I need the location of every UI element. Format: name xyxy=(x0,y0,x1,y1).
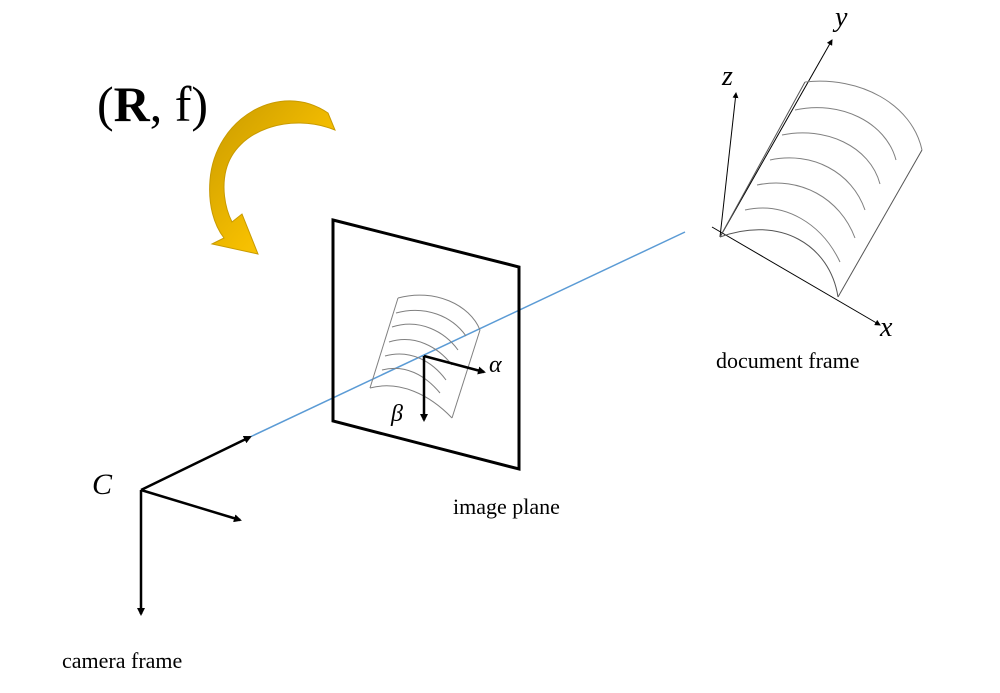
camera-center-label: C xyxy=(92,468,113,501)
document-axis-y xyxy=(719,39,833,238)
document-axis-z xyxy=(719,92,739,238)
optical-ray xyxy=(249,231,686,438)
image-plane xyxy=(331,218,521,471)
alpha-label: α xyxy=(489,352,502,378)
camera-frame-caption: camera frame xyxy=(62,648,182,673)
image-plane-caption: image plane xyxy=(453,494,560,519)
camera-axis-ray xyxy=(140,435,252,492)
transform-label: (R, f) xyxy=(97,76,208,132)
document-frame-axes xyxy=(711,39,881,326)
beta-label: β xyxy=(390,401,403,427)
document-axis-x xyxy=(711,226,881,326)
camera-axis-side xyxy=(140,488,242,523)
projected-document xyxy=(369,294,481,419)
alpha-axis xyxy=(423,354,486,375)
rotation-arrow-icon xyxy=(209,100,336,255)
image-plane-axes xyxy=(420,354,486,422)
document-z-label: z xyxy=(721,61,733,92)
camera-frame-axes xyxy=(137,435,252,616)
document-x-label: x xyxy=(879,312,893,343)
document-y-label: y xyxy=(832,2,848,33)
document-surface xyxy=(719,80,923,298)
document-frame-caption: document frame xyxy=(716,348,860,373)
